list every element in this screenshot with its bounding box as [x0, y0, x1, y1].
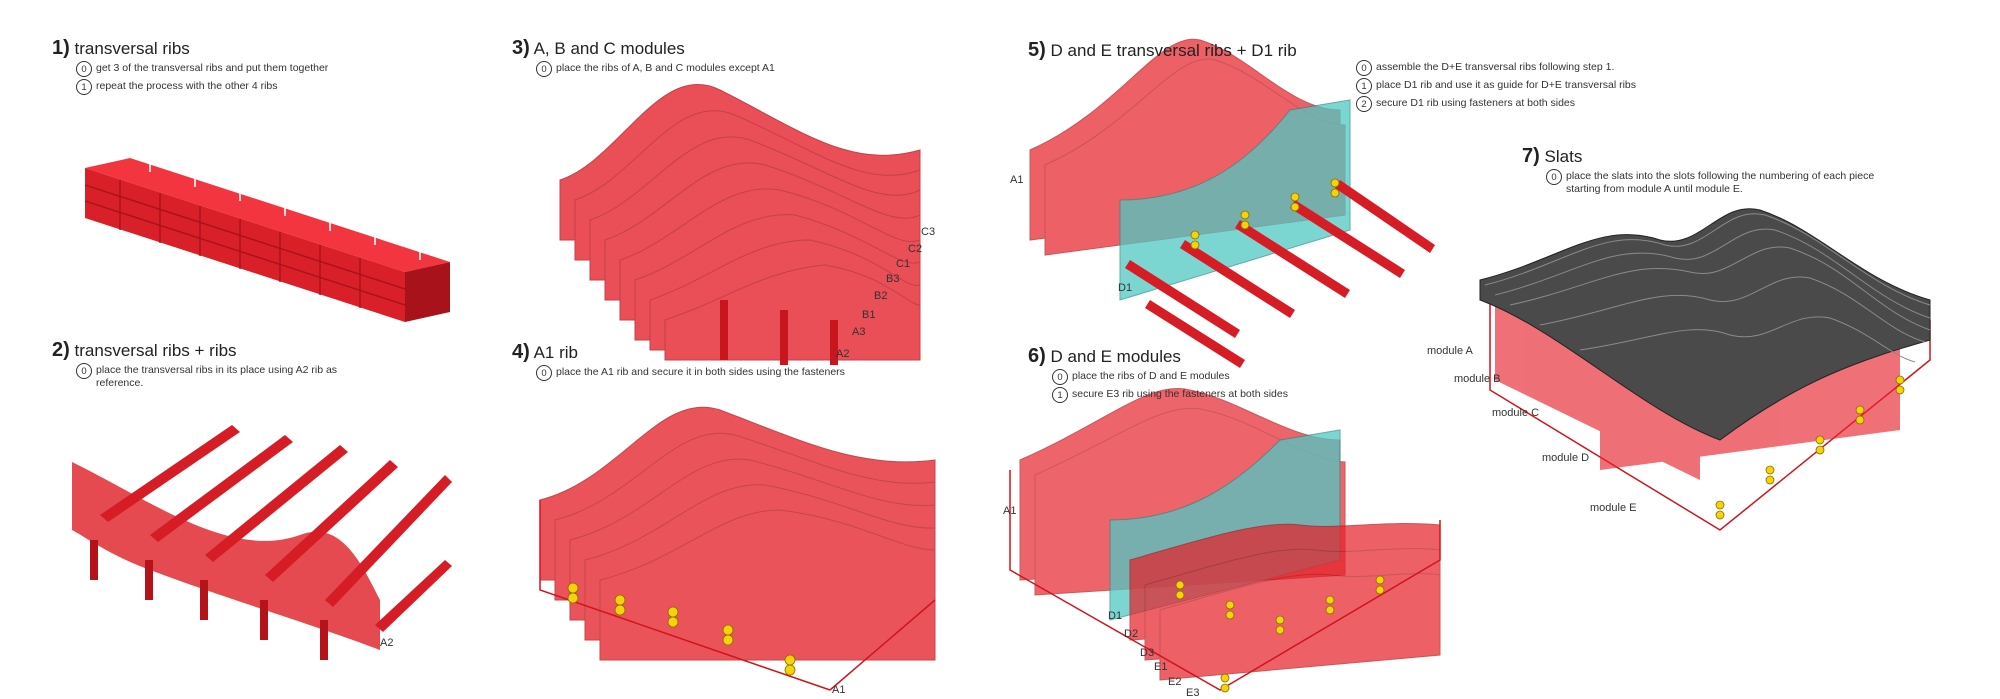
step-5-title: 5) D and E transversal ribs + D1 rib [1028, 39, 1297, 61]
label-step3-b2: B2 [874, 290, 888, 302]
label-step6-d2: D2 [1124, 628, 1139, 640]
step6-de-modules-drawing [1009, 388, 1441, 693]
label-step6-e1: E1 [1154, 661, 1168, 673]
label-step3-c1: C1 [896, 258, 911, 270]
step3-modules-drawing [559, 83, 921, 365]
step-6-title: 6) D and E modules [1028, 345, 1181, 367]
label-step3-c2: C2 [908, 243, 923, 255]
label-module-c: module C [1492, 407, 1540, 419]
step-2-title: 2) transversal ribs + ribs [52, 339, 237, 361]
label-step4-a1: A1 [832, 684, 846, 696]
label-step5-d1: D1 [1118, 282, 1133, 294]
step5-de-transversal-drawing [1029, 38, 1435, 368]
label-module-d: module D [1542, 452, 1590, 464]
label-step5-a1: A1 [1010, 174, 1024, 186]
step-5: 5) D and E transversal ribs + D1 rib [1028, 40, 1297, 61]
step-4-title: 4) A1 rib [512, 341, 579, 363]
label-module-a: module A [1427, 345, 1473, 357]
label-step6-e3: E3 [1186, 687, 1200, 699]
label-step6-d1: D1 [1108, 610, 1123, 622]
step7-slats-drawing [1479, 208, 1931, 531]
step-1-number: 1) [52, 37, 70, 59]
step4-a1-rib-drawing [539, 406, 936, 691]
label-step3-a3: A3 [852, 326, 866, 338]
label-step6-a1: A1 [1003, 505, 1017, 517]
step2-rib-drawing [72, 425, 452, 660]
label-step3-b3: B3 [886, 273, 900, 285]
label-step3-c3: C3 [921, 226, 936, 238]
label-step6-e2: E2 [1168, 676, 1182, 688]
label-step3-b1: B1 [862, 309, 876, 321]
label-step6-d3: D3 [1140, 647, 1155, 659]
step-1-title: 1) transversal ribs [52, 37, 190, 59]
step1-transversal-ribs-drawing [84, 158, 450, 322]
label-module-b: module B [1454, 373, 1501, 385]
label-step2-a2: A2 [380, 637, 394, 649]
step-7-title: 7) Slats [1522, 145, 1583, 167]
step-3-title: 3) A, B and C modules [512, 37, 685, 59]
label-module-e: module E [1590, 502, 1637, 514]
label-step3-a2: A2 [836, 348, 850, 360]
